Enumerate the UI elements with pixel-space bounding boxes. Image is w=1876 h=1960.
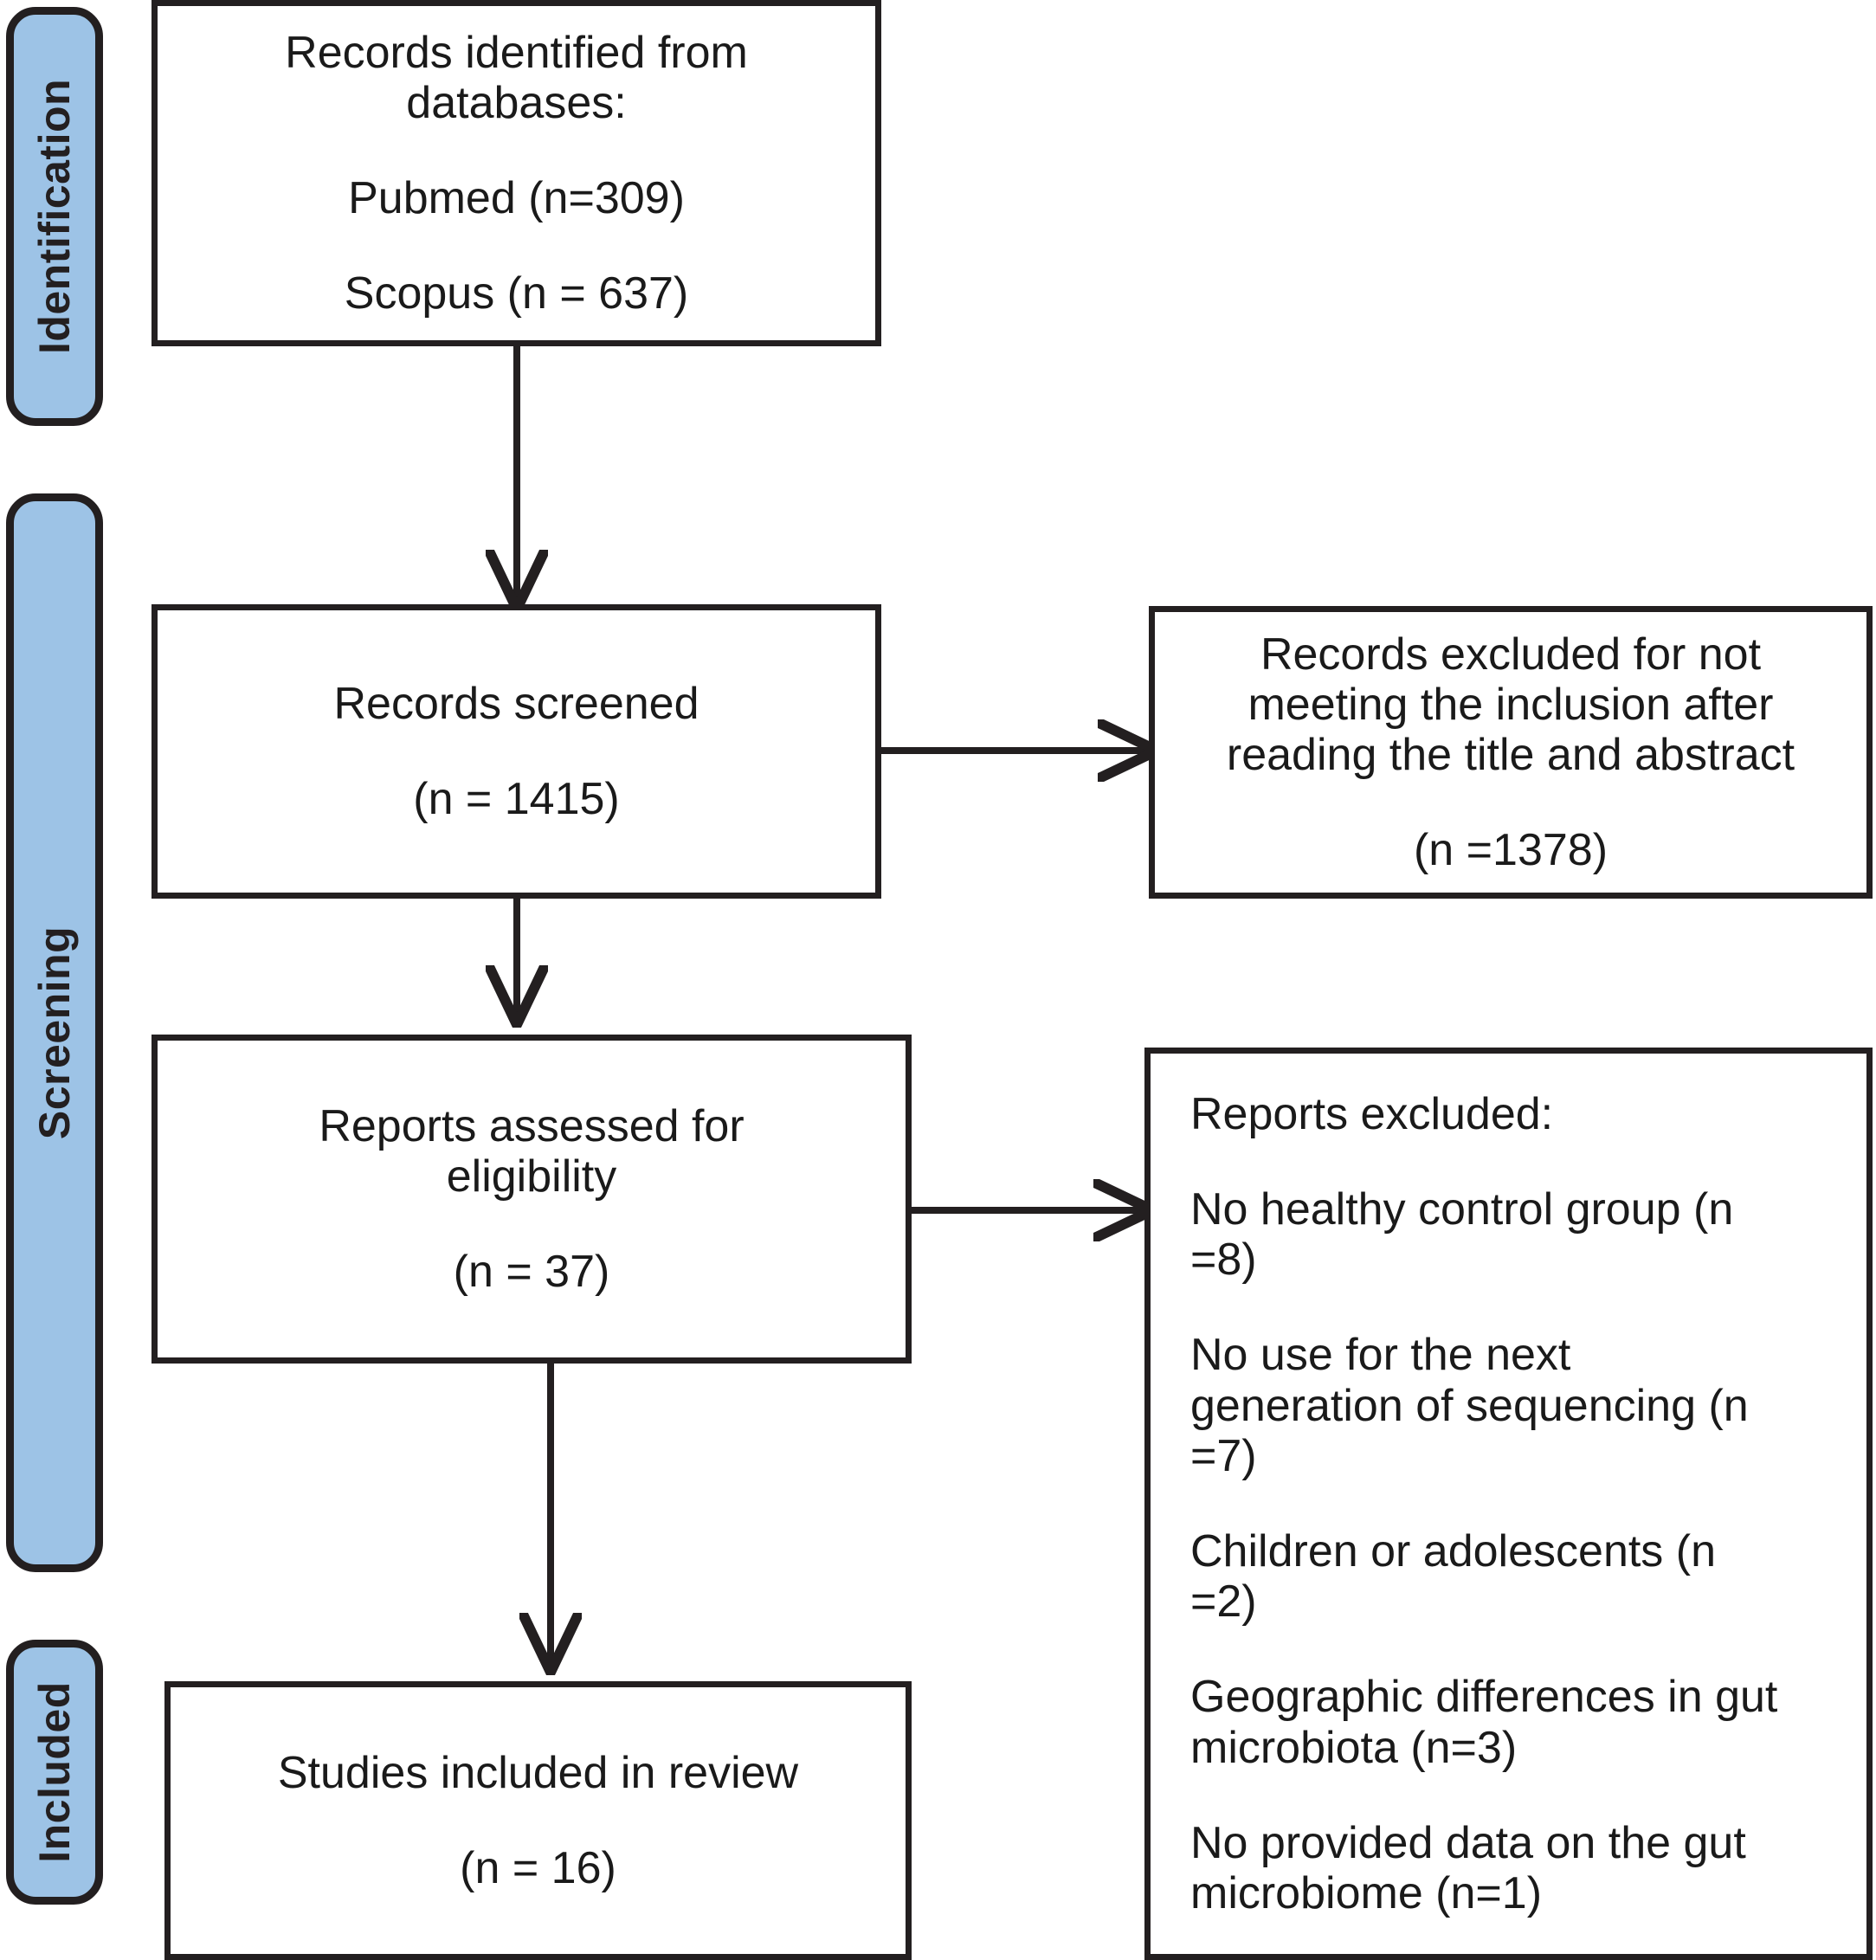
reports-excluded-reason-2-line-3: =7) <box>1190 1430 1257 1481</box>
studies-included-label: Studies included in review <box>277 1747 799 1798</box>
reports-excluded-reason-3-line-2: =2) <box>1190 1576 1257 1628</box>
stage-pill-identification: Identification <box>6 7 103 426</box>
records-excluded-line-3: reading the title and abstract <box>1226 730 1795 780</box>
reports-assessed-count: (n = 37) <box>453 1247 610 1298</box>
box-records-screened: Records screened (n = 1415) <box>151 604 881 899</box>
records-identified-line-2: databases: <box>406 77 627 128</box>
records-excluded-line-2: meeting the inclusion after <box>1247 679 1774 730</box>
stage-pill-included: Included <box>6 1640 103 1905</box>
stage-label-identification: Identification <box>30 78 80 355</box>
reports-excluded-reason-3-line-1: Children or adolescents (n <box>1190 1526 1716 1576</box>
box-studies-included: Studies included in review (n = 16) <box>164 1681 912 1960</box>
studies-included-count: (n = 16) <box>460 1843 616 1893</box>
reports-excluded-reason-1-line-1: No healthy control group (n <box>1190 1183 1734 1235</box>
box-reports-assessed: Reports assessed for eligibility (n = 37… <box>151 1035 912 1364</box>
reports-excluded-reason-5-line-1: No provided data on the gut <box>1190 1817 1746 1868</box>
records-identified-scopus: Scopus (n = 637) <box>344 268 689 319</box>
stage-label-included: Included <box>30 1681 80 1863</box>
stage-label-screening: Screening <box>30 925 79 1140</box>
records-screened-count: (n = 1415) <box>413 774 620 824</box>
reports-excluded-reason-4-line-1: Geographic differences in gut <box>1190 1672 1778 1723</box>
box-reports-excluded: Reports excluded: No healthy control gro… <box>1144 1048 1873 1960</box>
reports-assessed-line-1: Reports assessed for <box>319 1100 745 1151</box>
records-excluded-count: (n =1378) <box>1413 825 1608 876</box>
reports-excluded-reason-1-line-2: =8) <box>1190 1235 1257 1286</box>
records-identified-line-1: Records identified from <box>285 27 748 78</box>
reports-assessed-line-2: eligibility <box>446 1151 617 1202</box>
stage-pill-screening: Screening <box>6 493 103 1572</box>
records-screened-label: Records screened <box>333 678 699 729</box>
records-identified-pubmed: Pubmed (n=309) <box>348 173 685 223</box>
reports-excluded-reason-5-line-2: microbiome (n=1) <box>1190 1868 1543 1919</box>
reports-excluded-reason-4-line-2: microbiota (n=3) <box>1190 1722 1518 1773</box>
records-excluded-line-1: Records excluded for not <box>1260 629 1762 680</box>
reports-excluded-heading: Reports excluded: <box>1190 1088 1554 1139</box>
box-records-excluded: Records excluded for not meeting the inc… <box>1149 606 1873 899</box>
box-records-identified: Records identified from databases: Pubme… <box>151 0 881 346</box>
reports-excluded-reason-2-line-2: generation of sequencing (n <box>1190 1380 1749 1431</box>
reports-excluded-reason-2-line-1: No use for the next <box>1190 1330 1571 1381</box>
